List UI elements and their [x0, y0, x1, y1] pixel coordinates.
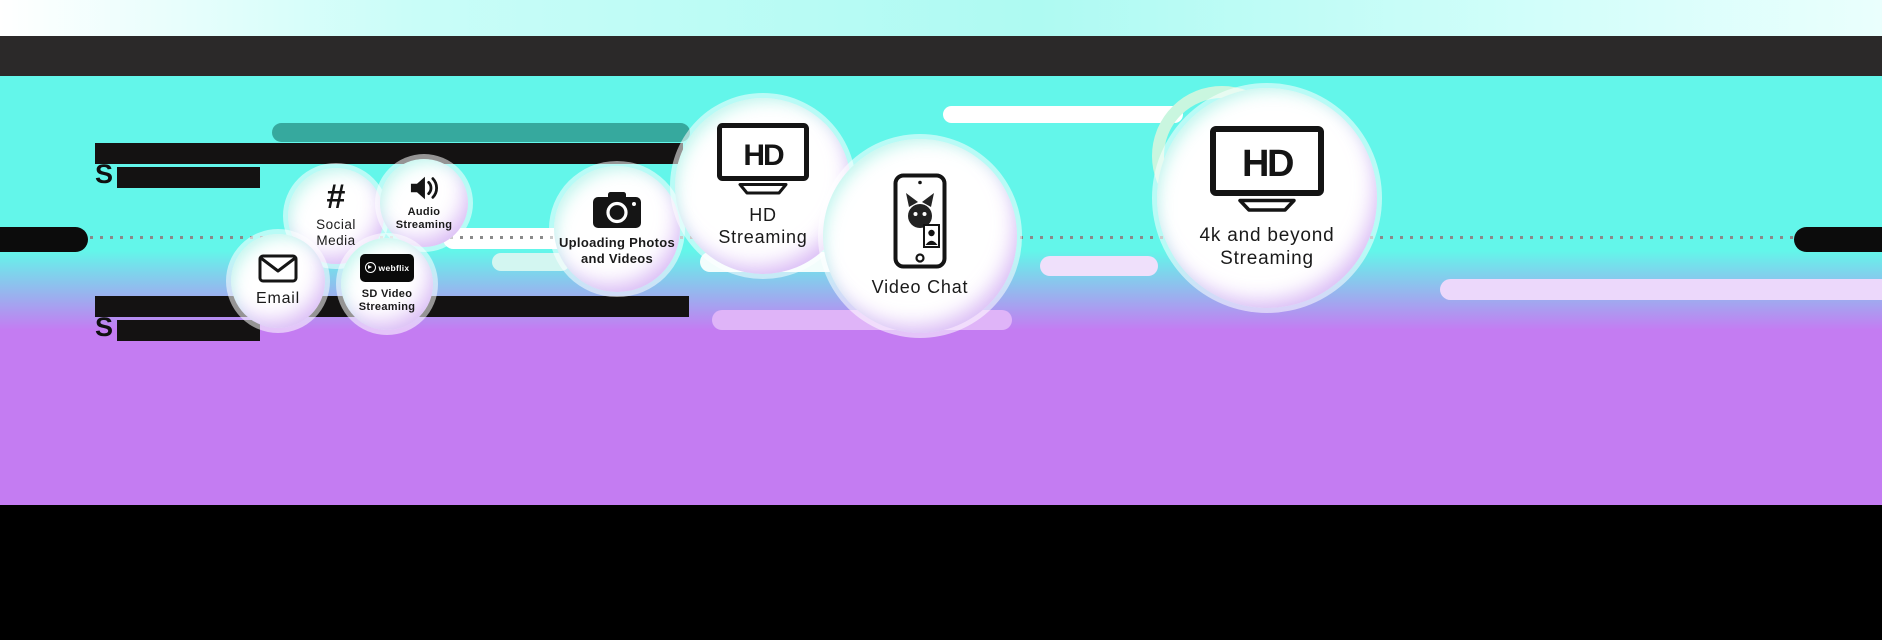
speaker-icon	[409, 174, 439, 202]
bubble-label: Video Chat	[871, 277, 969, 298]
bottom-black-band	[0, 505, 1882, 640]
bubble-label-line: Streaming	[718, 227, 808, 247]
bubble-label-line: 4k and beyond	[1199, 224, 1335, 246]
bubble-sd-video-streaming: webflix SD Video Streaming	[341, 238, 433, 330]
hd-tv-icon: HD	[717, 123, 809, 197]
bubble-label-line: Streaming	[358, 301, 416, 313]
dotted-line-endcap-left	[0, 227, 88, 252]
play-icon	[364, 262, 376, 274]
white-streak	[943, 106, 1183, 123]
redacted-heading-bar	[95, 143, 683, 164]
webflix-wordmark: webflix	[378, 262, 410, 273]
top-gradient-strip	[0, 0, 1882, 36]
video-call-phone-icon	[893, 173, 947, 269]
svg-text:HD: HD	[1242, 143, 1293, 185]
bubble-label-line: Social	[316, 216, 356, 232]
svg-text:HD: HD	[743, 139, 784, 172]
bubble-label-line: and Videos	[580, 251, 654, 266]
bubble-label-line: HD	[749, 205, 777, 226]
bubble-label: Email	[255, 289, 300, 307]
bubble-video-chat: Video Chat	[823, 139, 1017, 333]
bubble-label-line: Uploading Photos	[558, 235, 675, 251]
bubble-label-line: SD Video	[361, 287, 413, 300]
bubble-4k-streaming: HD 4k and beyond Streaming	[1157, 88, 1377, 308]
webflix-player-icon: webflix	[360, 253, 414, 282]
bubble-label-line: Streaming	[395, 219, 453, 231]
envelope-icon	[258, 254, 298, 283]
teal-streak	[272, 123, 690, 142]
hashtag-icon: #	[326, 178, 346, 217]
bubble-label-line: Media	[316, 233, 356, 249]
redacted-heading-bar	[117, 167, 260, 188]
bubble-audio-streaming: Audio Streaming	[380, 159, 468, 247]
redacted-heading-bar	[117, 320, 260, 341]
heading-initial: S	[95, 159, 114, 189]
light-cyan-streak	[492, 253, 570, 271]
top-dark-band	[0, 36, 1882, 76]
heading-initial: S	[95, 312, 114, 342]
bubble-label-line: Audio	[407, 205, 441, 218]
bubble-hd-streaming: HD HD Streaming	[675, 98, 851, 274]
bubble-uploading-photos-videos: Uploading Photos and Videos	[554, 166, 680, 292]
bubble-email: Email	[231, 234, 325, 328]
lavender-streak	[1040, 256, 1158, 276]
camera-icon	[592, 191, 642, 229]
lavender-streak	[1440, 279, 1882, 300]
bubble-label-line: Streaming	[1220, 248, 1314, 269]
dotted-line-endcap-right	[1794, 227, 1882, 252]
hd-tv-icon: HD	[1210, 125, 1324, 216]
